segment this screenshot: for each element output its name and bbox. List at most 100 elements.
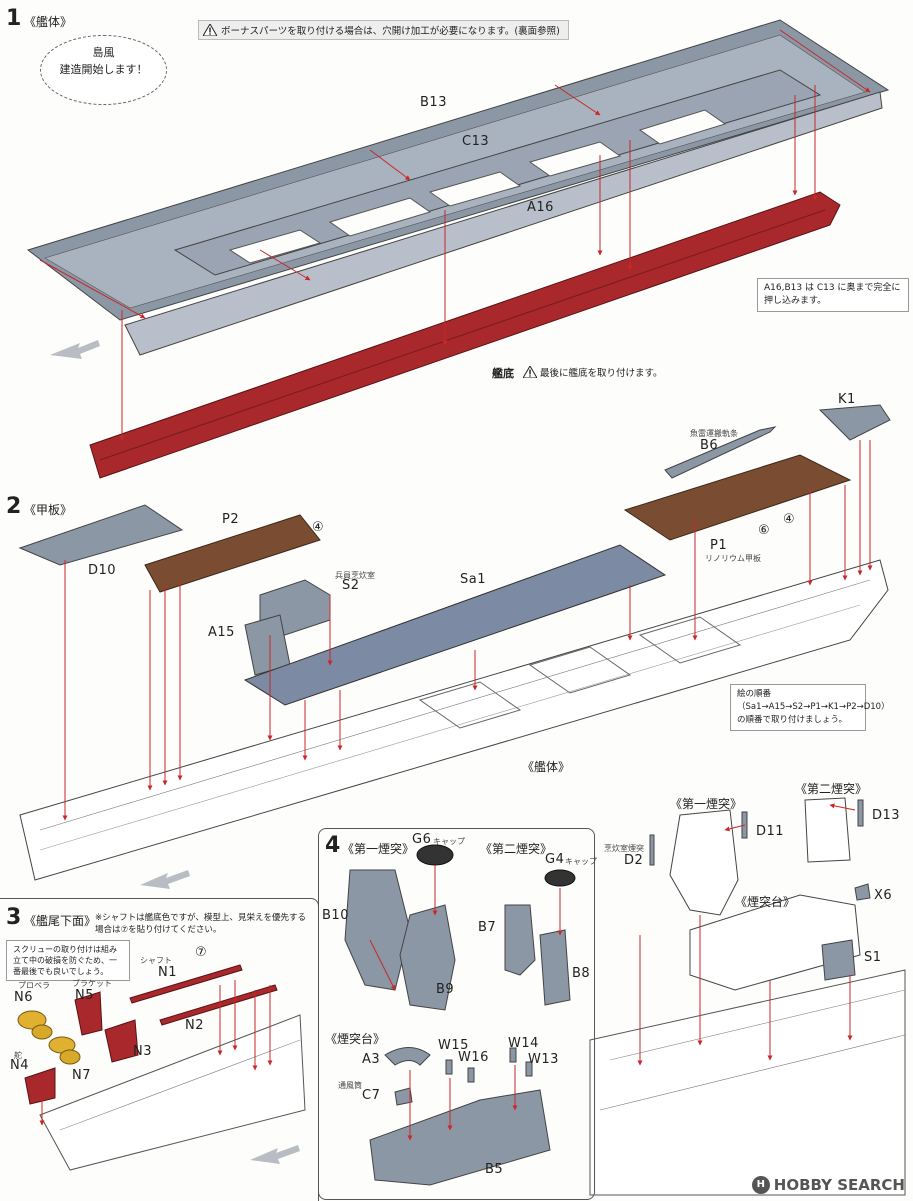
n5-bracket: [74, 991, 103, 1036]
hull-assembly-outline: [19, 559, 889, 881]
label-g6: G6: [412, 832, 432, 847]
label-c13: C13: [462, 134, 490, 149]
step4-frame: [318, 828, 595, 1200]
label-hull-bottom: 艦底: [492, 367, 514, 380]
funnel-base-assembly: [689, 894, 861, 991]
w-vents: [445, 1047, 533, 1083]
label-n5: N5: [75, 988, 94, 1003]
step5-arrows: [637, 803, 856, 1066]
label-b7: B7: [478, 920, 497, 935]
stern-hull: [39, 1014, 306, 1171]
bonus-parts-warning: ボーナスパーツを取り付ける場合は、穴開け加工が必要になります。(裏面参照): [198, 20, 569, 40]
label-b13: B13: [420, 95, 447, 110]
label-d11: D11: [756, 824, 785, 839]
d10-part: [18, 504, 184, 566]
b5-part: [369, 1089, 551, 1186]
k1-part: [818, 404, 891, 441]
label-w16: W16: [458, 1050, 489, 1065]
step4-base-title: 《煙突台》: [325, 1032, 386, 1046]
label-w15: W15: [438, 1038, 469, 1053]
label-n3: N3: [133, 1044, 152, 1059]
caption-bracket: ブラケット: [72, 979, 112, 988]
step5-funnel1-title: 《第一煙突》: [670, 797, 743, 811]
caption-shaft: シャフト: [140, 956, 172, 965]
warning-icon: [523, 366, 537, 378]
label-b6: B6: [700, 438, 719, 453]
label-d2: D2: [624, 853, 644, 868]
step4-funnel1-title: 《第一煙突》: [342, 842, 415, 856]
c7-part: [394, 1087, 413, 1106]
forward-arrow-2: [140, 870, 190, 889]
n4-rudder: [24, 1067, 56, 1105]
mark-6: ⑥: [758, 523, 770, 538]
label-p2: P2: [222, 512, 240, 527]
hull-bottom-part: [89, 191, 841, 479]
caption-c7: 通風筒: [338, 1081, 362, 1090]
n3-bracket: [104, 1019, 139, 1063]
step4-number: 4: [325, 833, 341, 858]
label-w14: W14: [508, 1036, 539, 1051]
step1-note: A16,B13 は C13 に奥まで完全に押し込みます。: [757, 278, 909, 312]
label-n4: N4: [10, 1058, 29, 1073]
g4-cap: [544, 869, 576, 887]
hull-bottom-warning: 最後に艦底を取り付けます。: [523, 365, 663, 379]
p1-part: [623, 454, 852, 541]
b9-part: [399, 904, 456, 1011]
label-s2: S2: [342, 578, 360, 593]
caption-propeller: プロペラ: [18, 981, 50, 990]
forward-arrow-1: [50, 340, 100, 359]
step1-arrows: [39, 29, 871, 441]
label-n2: N2: [185, 1018, 204, 1033]
label-a3: A3: [362, 1052, 381, 1067]
n1-shaft: [129, 964, 243, 1004]
caption-d2: 烹炊室煙突: [604, 844, 644, 853]
label-a15: A15: [208, 625, 235, 640]
mark-4-p1: ④: [783, 512, 795, 527]
warning-icon: [203, 24, 217, 36]
label-sa1: Sa1: [460, 572, 486, 587]
caption-p1: リノリウム甲板: [705, 554, 761, 563]
deck-section: [589, 969, 906, 1196]
mark-4-p2: ④: [312, 520, 324, 535]
step5-base-title: 《煙突台》: [735, 895, 796, 909]
label-d13: D13: [872, 808, 901, 823]
label-b8: B8: [572, 966, 591, 981]
hobby-search-logo-icon: H: [751, 1176, 770, 1194]
label-a16: A16: [527, 200, 554, 215]
b7-part: [504, 904, 536, 976]
b6-part: [664, 426, 777, 479]
step1-number: 1: [6, 6, 22, 31]
label-b5: B5: [485, 1162, 504, 1177]
label-x6: X6: [874, 888, 893, 903]
label-c7: C7: [362, 1088, 381, 1103]
step2-note: 絵の順番（Sa1→A15→S2→P1→K1→P2→D10）の順番で取り付けましょ…: [730, 684, 890, 731]
a3-part: [384, 1047, 431, 1066]
step1-title: 《艦体》: [24, 15, 73, 29]
caption-s2: 兵員烹炊室: [335, 571, 375, 580]
step2-title: 《甲板》: [24, 503, 73, 517]
label-w13: W13: [528, 1052, 559, 1067]
step2-arrows: [62, 440, 873, 821]
a16-part: [124, 91, 883, 356]
n6-propeller: [17, 1010, 53, 1040]
n7-propeller: [48, 1036, 81, 1065]
mark-7: ⑦: [195, 945, 207, 960]
label-n7: N7: [72, 1068, 91, 1083]
step3-arrows: [39, 980, 273, 1126]
s1-part: [821, 939, 856, 981]
hobby-search-watermark: H HOBBY SEARCH: [751, 1176, 905, 1194]
speech-bubble: 島風 建造開始します！: [40, 35, 167, 105]
funnel2-assembly: [804, 797, 851, 863]
funnel1-assembly: [669, 809, 739, 916]
step5-funnel2-title: 《第二煙突》: [795, 782, 868, 796]
step4-funnel2-title: 《第二煙突》: [480, 842, 553, 856]
label-hull: 《艦体》: [522, 760, 571, 774]
screw-note: スクリューの取り付けは組み立て中の破損を防ぐため、一番最後でも良いでしょう。: [6, 940, 130, 981]
label-s1: S1: [864, 950, 882, 965]
x6-part: [854, 883, 871, 901]
n2-shaft: [159, 984, 278, 1026]
forward-arrow-3: [250, 1145, 300, 1164]
caption-g4: キャップ: [565, 857, 597, 866]
label-n6: N6: [14, 990, 33, 1005]
